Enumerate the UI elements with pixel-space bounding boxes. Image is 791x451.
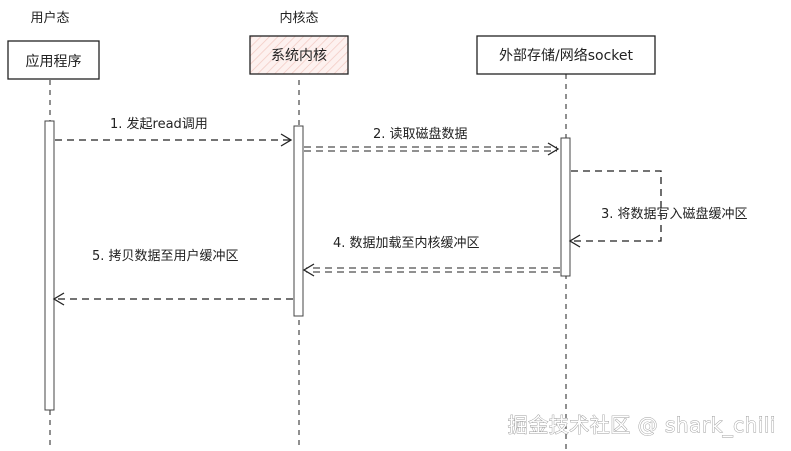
message-3: 3. 将数据写入磁盘缓冲区 [568,170,748,248]
message-5: 5. 拷贝数据至用户缓冲区 [52,248,293,306]
participant-kernel-label: 系统内核 [271,48,327,64]
message-1: 1. 发起read调用 [55,116,293,147]
message-2: 2. 读取磁盘数据 [304,126,560,156]
app-activation [44,120,55,411]
message-4-label: 4. 数据加载至内核缓冲区 [333,235,480,251]
participant-kernel: 系统内核 [249,35,349,75]
message-2-label: 2. 读取磁盘数据 [373,126,468,142]
message-3-label: 3. 将数据写入磁盘缓冲区 [601,206,748,222]
message-4: 4. 数据加载至内核缓冲区 [302,235,560,277]
kernel-activation [293,125,304,317]
user-space-label: 用户态 [30,10,69,26]
participant-app-label: 应用程序 [26,53,82,70]
participant-storage: 外部存储/网络socket [476,35,656,75]
message-1-label: 1. 发起read调用 [110,116,208,132]
kernel-space-label: 内核态 [279,10,318,26]
participant-storage-label: 外部存储/网络socket [499,48,633,64]
watermark: 掘金技术社区 @ shark_chili [508,413,776,437]
storage-activation [560,137,571,277]
message-5-label: 5. 拷贝数据至用户缓冲区 [92,248,239,264]
participant-app: 应用程序 [7,40,100,80]
